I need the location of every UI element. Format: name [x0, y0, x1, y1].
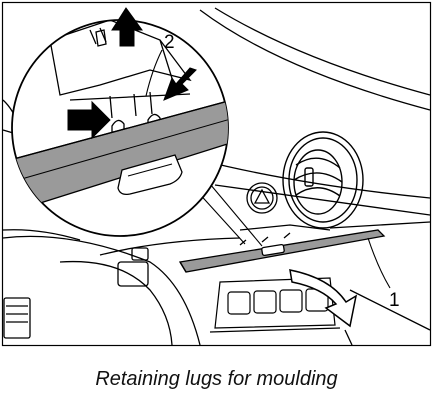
hazard-warning-icon — [246, 182, 278, 214]
up-arrow-icon — [111, 7, 143, 47]
left-down-arrow-icon — [163, 67, 197, 101]
air-vent — [282, 131, 364, 229]
callout-2-leader — [145, 49, 163, 97]
diagram-frame — [1, 1, 432, 347]
figure-caption: Retaining lugs for moulding — [95, 368, 338, 390]
curved-arrow-icon — [289, 269, 358, 328]
magnifier-leaders — [195, 177, 263, 247]
callout-1-leader — [367, 237, 391, 289]
steering-area — [2, 235, 201, 346]
callout-label-2: 2 — [164, 32, 175, 53]
right-arrow-icon — [67, 100, 111, 140]
magnifier-detail — [11, 19, 229, 237]
callout-label-1: 1 — [389, 290, 400, 311]
moulding-strip — [178, 229, 386, 273]
